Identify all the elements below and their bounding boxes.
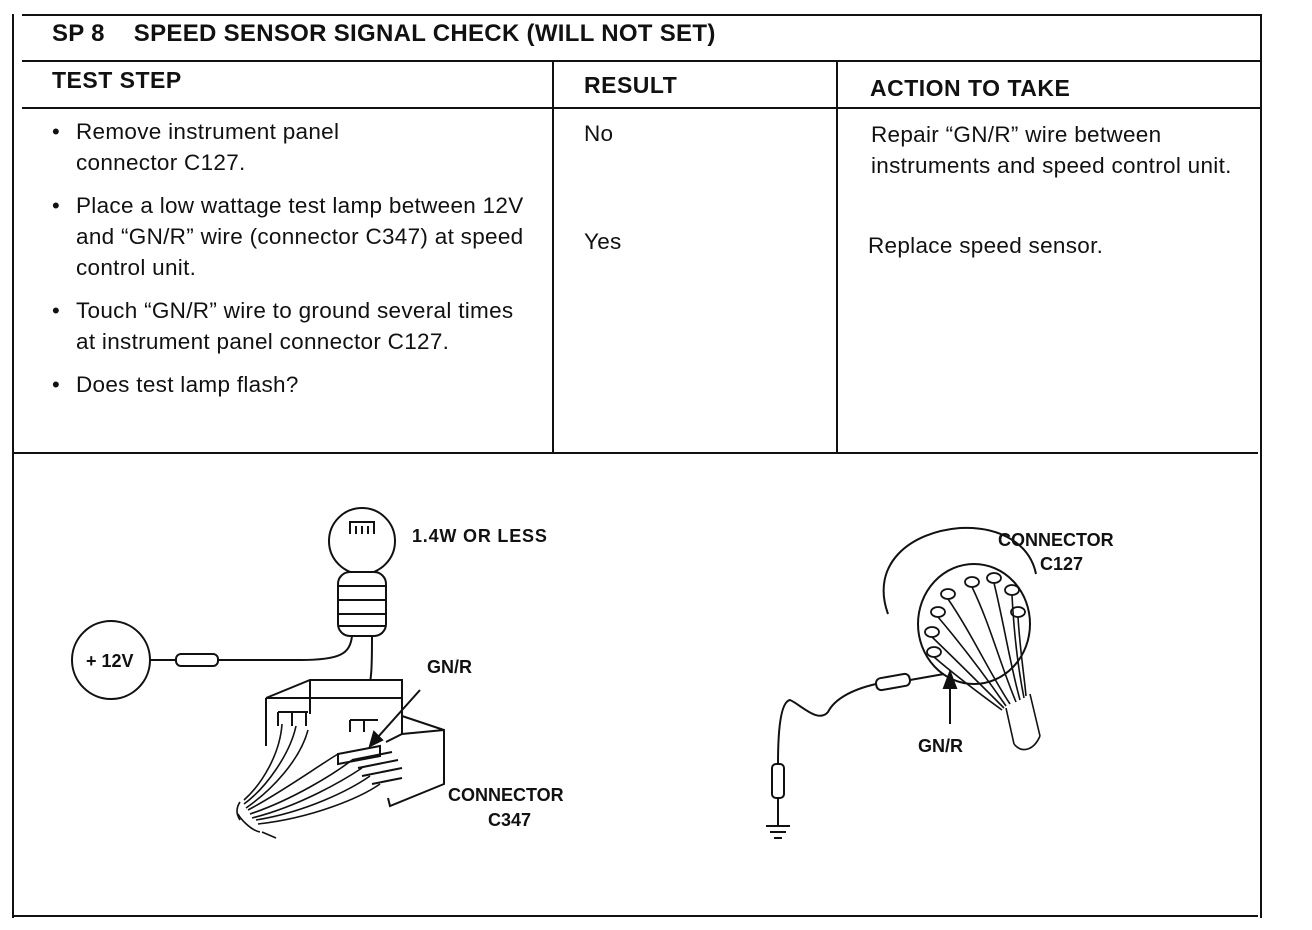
action-replace-sensor: Replace speed sensor.	[868, 233, 1104, 258]
rule-col-1	[552, 60, 554, 453]
rule-page-bottom	[12, 915, 1258, 917]
result-yes: Yes	[584, 229, 622, 254]
connector-c347	[265, 679, 445, 808]
column-header-action: ACTION TO TAKE	[870, 75, 1071, 101]
connector-c347-id: C347	[488, 810, 531, 830]
gn-r-label-left: GN/R	[427, 657, 472, 677]
ground-icon	[766, 825, 790, 839]
test-step-cell: Remove instrument panel connector C127. …	[46, 116, 546, 412]
voltage-label: + 12V	[86, 651, 134, 671]
left-diagram	[71, 507, 445, 839]
rule-header-bottom	[22, 107, 1260, 109]
connector-c127	[882, 526, 1037, 685]
test-step-item: Remove instrument panel connector C127.	[46, 116, 406, 178]
rule-top	[22, 14, 1260, 16]
gn-r-label-right: GN/R	[918, 736, 963, 756]
action-repair-wire: Repair “GN/R” wire between instruments a…	[871, 122, 1232, 178]
page-frame	[12, 14, 1262, 918]
column-header-test-step: TEST STEP	[52, 67, 182, 93]
connector-c127-label: CONNECTOR	[998, 530, 1114, 550]
test-step-item: Does test lamp flash?	[46, 369, 546, 400]
connector-c347-label: CONNECTOR	[448, 785, 564, 805]
test-diagram: 1.4W OR LESS + 12V GN/R CONNECTOR C347	[71, 507, 1114, 839]
section-title: SP 8 SPEED SENSOR SIGNAL CHECK (WILL NOT…	[52, 20, 716, 48]
rule-title-bottom	[22, 60, 1260, 62]
lamp-label: 1.4W OR LESS	[412, 526, 548, 546]
test-step-item: Touch “GN/R” wire to ground several time…	[46, 295, 536, 357]
test-step-list: Remove instrument panel connector C127. …	[46, 116, 546, 400]
section-code: SP 8	[52, 20, 105, 47]
test-step-item: Place a low wattage test lamp between 12…	[46, 190, 546, 283]
rule-table-bottom	[12, 452, 1258, 454]
connector-c127-id: C127	[1040, 554, 1083, 574]
wire-bundle	[236, 723, 381, 839]
rule-col-2	[836, 60, 838, 453]
test-lamp-icon	[328, 507, 396, 637]
section-title-text: SPEED SENSOR SIGNAL CHECK (WILL NOT SET)	[133, 20, 716, 47]
wire-bundle-c127	[931, 582, 1041, 751]
result-no: No	[584, 121, 614, 146]
right-diagram	[766, 526, 1041, 839]
column-header-result: RESULT	[584, 72, 678, 98]
